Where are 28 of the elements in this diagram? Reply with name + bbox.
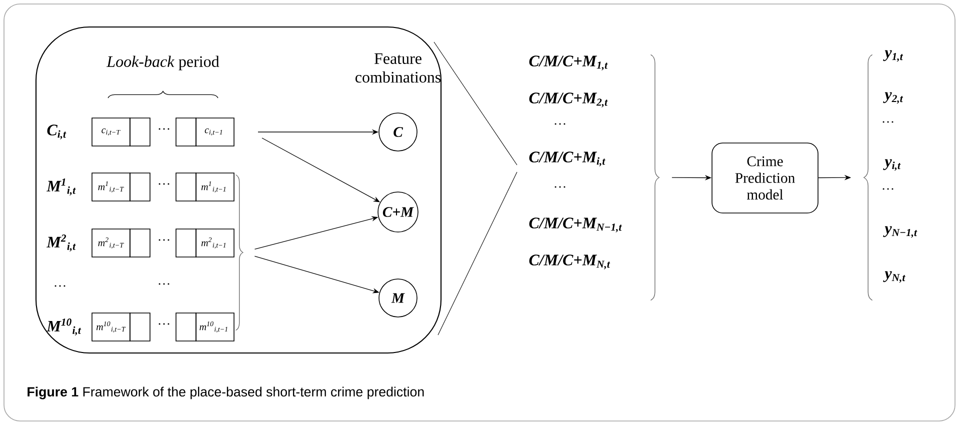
table-cell: c$_{i,t−1}$ <box>196 118 234 146</box>
brace <box>650 54 660 301</box>
ellipsis: … <box>158 128 170 130</box>
circle-node: M <box>378 278 418 318</box>
ellipsis: … <box>54 285 66 287</box>
caption: Figure 1 Framework of the place-based short-term crime prediction <box>28 386 424 400</box>
row-label: M$^{10}$i,t <box>46 318 82 336</box>
process-box: Crime Prediction model <box>712 142 818 214</box>
ellipsis: … <box>158 183 170 185</box>
brace <box>864 54 873 301</box>
ellipsis: … <box>158 283 170 285</box>
ellipsis: … <box>158 323 170 325</box>
brace <box>235 174 244 331</box>
ellipsis: … <box>554 186 566 188</box>
rounded-panel <box>35 26 442 354</box>
list-item: C/M/C+M$_{N−1,t}$ <box>529 218 622 232</box>
circle-node: C <box>378 112 418 152</box>
row-label: M$^{1}$i,t <box>46 178 76 196</box>
list-item: C/M/C+M$_{N,t}$ <box>529 254 610 270</box>
ellipsis: … <box>158 239 170 241</box>
list-item: C/M/C+M$_{2,t}$ <box>529 92 608 108</box>
list-item: C/M/C+M$_{i,t}$ <box>529 152 606 166</box>
ellipsis: … <box>554 123 566 125</box>
table-cell: c$_{i,t−T}$ <box>92 118 130 146</box>
row-label: C$_{i,t}$ <box>47 124 66 140</box>
circle-node: C+M <box>378 192 418 232</box>
heading: Look-back period <box>106 56 220 70</box>
row-label: M$^{2}$i,t <box>46 234 76 252</box>
